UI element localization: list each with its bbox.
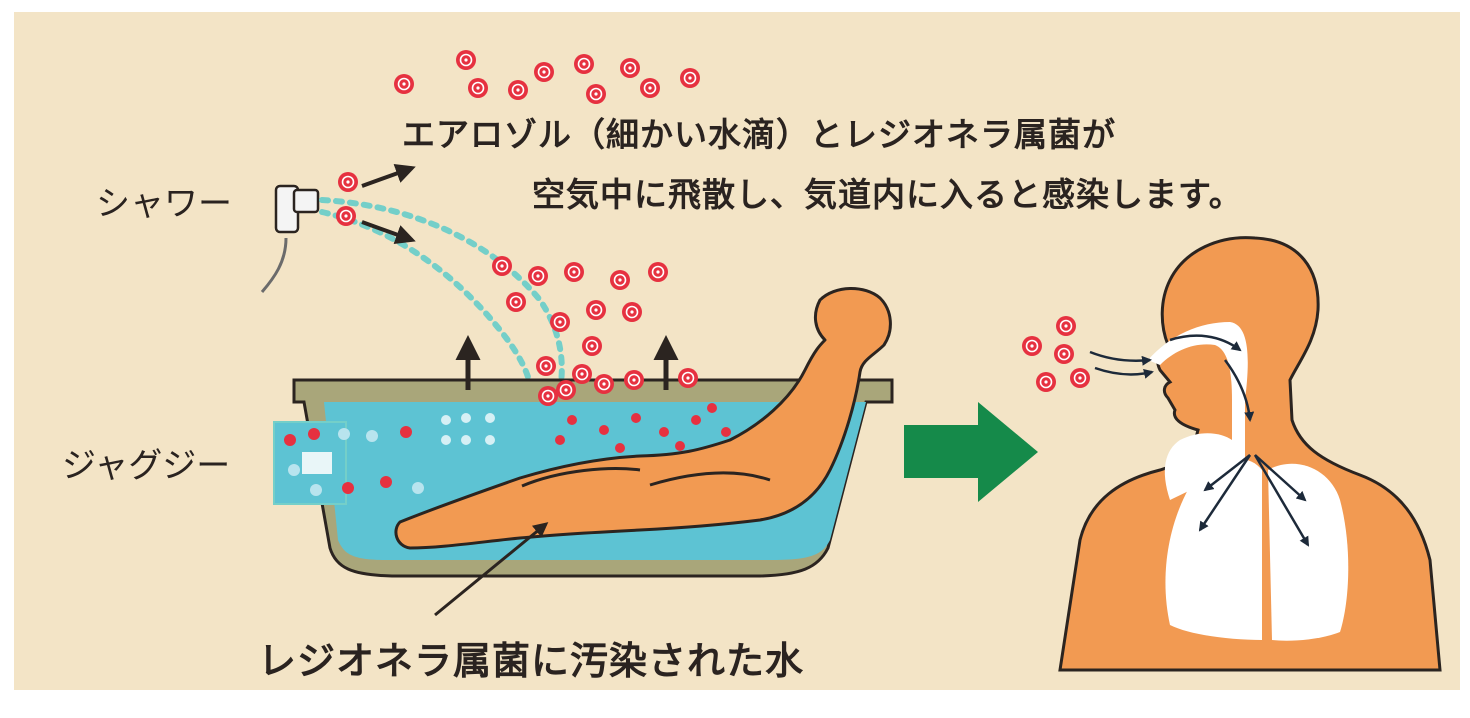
aerosol-caption-line2: 空気中に飛散し、気道内に入ると感染します。 [532,168,1243,216]
shower-label: シャワー [96,176,232,225]
contaminated-water-label: レジオネラ属菌に汚染された水 [258,630,804,685]
aerosol-caption-line1: エアロゾル（細かい水滴）とレジオネラ属菌が [402,108,1116,156]
jacuzzi-label: ジャグジー [62,438,230,487]
